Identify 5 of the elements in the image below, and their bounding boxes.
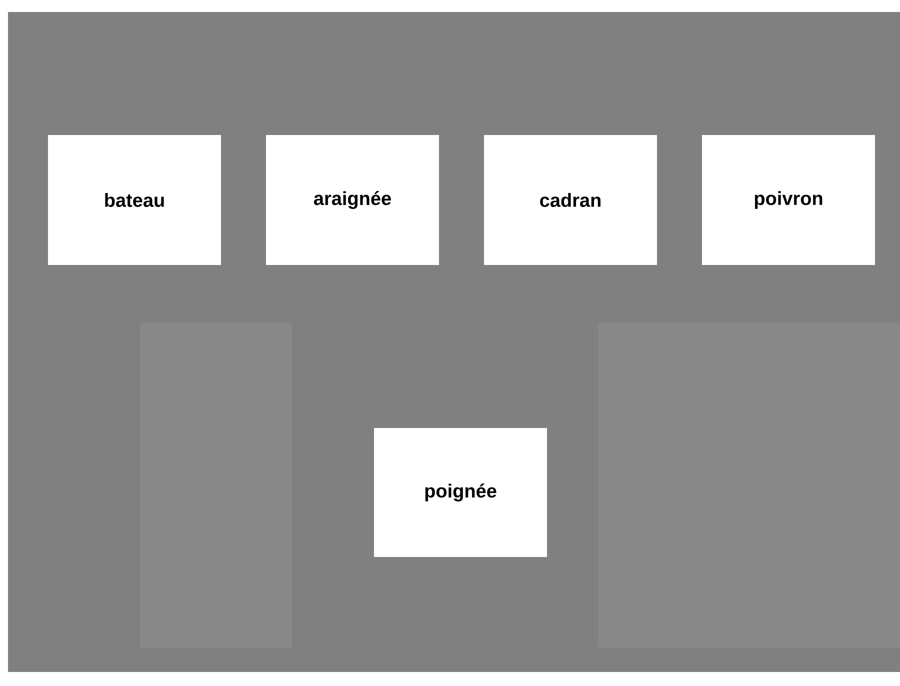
word-card: poignée xyxy=(374,428,547,557)
word-card: cadran xyxy=(484,135,657,265)
word-card: bateau xyxy=(48,135,221,265)
word-card: poivron xyxy=(702,135,875,265)
word-card: araignée xyxy=(266,135,439,265)
